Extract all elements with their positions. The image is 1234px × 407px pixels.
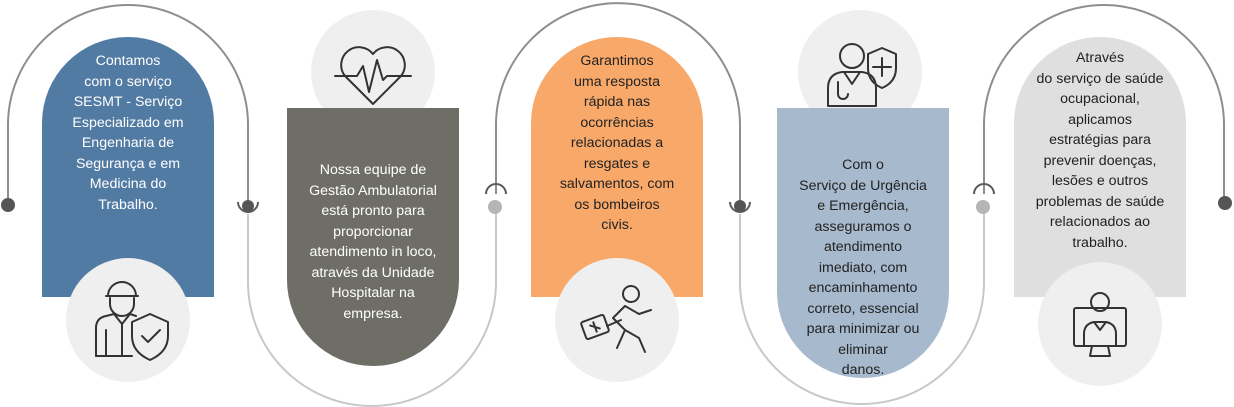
step-text-line: SESMT - Serviço — [73, 94, 183, 110]
step-text-line: correto, essencial — [807, 300, 919, 317]
step-text-line: Medicina do — [89, 176, 167, 192]
connector-dot — [1218, 196, 1232, 210]
step-text-line: asseguramos o — [814, 218, 912, 235]
step-text-line: relacionadas a — [570, 135, 664, 151]
step-text-line: para minimizar ou — [806, 321, 920, 337]
step-text-line: uma resposta — [574, 73, 660, 90]
doctor-shield-icon — [827, 43, 897, 107]
step-4-text: Com o Serviço de Urgência e Emergência, ass… — [779, 155, 947, 381]
step-text-line: e Emergência, — [817, 198, 909, 214]
step-text-line: Garantimos — [580, 53, 654, 69]
step-text-line: proporcionar — [333, 223, 413, 240]
step-text-line: Com o — [842, 157, 884, 173]
step-text-line: trabalho. — [1072, 234, 1128, 251]
step-text-line: aplicamos — [1068, 111, 1132, 128]
rescuer-running-icon — [580, 285, 652, 353]
step-text-line: lesões e outros — [1051, 173, 1149, 189]
step-text-line: Contamos — [95, 53, 161, 69]
step-3-card — [531, 37, 703, 297]
step-text-line: problemas de saúde — [1035, 193, 1165, 210]
step-text-line: através da Unidade — [311, 264, 435, 281]
step-text-line: Especializado em — [72, 114, 184, 131]
step-text-line: Engenharia de — [81, 135, 175, 151]
step-text-line: os bombeiros — [574, 196, 660, 213]
step-text-line: encaminhamento — [808, 280, 918, 296]
step-text-line: imediato, com — [818, 259, 908, 276]
step-text-line: atendimento in loco, — [309, 244, 437, 260]
step-1-card — [42, 37, 214, 297]
step-text-line: Trabalho. — [98, 196, 158, 213]
step-text-line: está pronto para — [321, 203, 425, 219]
step-text-line: Através — [1075, 50, 1125, 66]
step-text-line: Segurança e em — [75, 155, 181, 172]
step-4-card — [777, 108, 949, 378]
step-5-card — [1014, 37, 1186, 297]
connector-dot — [734, 200, 746, 212]
step-text-line: relacionados ao — [1049, 214, 1151, 230]
step-text-line: com o serviço — [84, 73, 172, 90]
step-5-text: Através do serviço de saúde ocupacional, ap… — [1016, 48, 1184, 253]
step-text-line: Nossa equipe de — [319, 162, 427, 178]
heartbeat-icon — [334, 46, 412, 105]
step-text-line: rápida nas — [583, 94, 651, 110]
step-text-line: prevenir doenças, — [1043, 152, 1157, 169]
step-text-line: salvamentos, com — [559, 176, 675, 192]
step-text-line: do serviço de saúde — [1036, 70, 1164, 87]
step-3-icon-circle — [555, 258, 679, 382]
connector-dot — [488, 200, 502, 214]
step-2-card — [287, 108, 459, 366]
step-text-line: Hospitalar na — [331, 285, 415, 301]
step-text-line: ocorrências — [580, 114, 654, 131]
doctor-monitor-icon — [1073, 292, 1127, 357]
step-text-line: Gestão Ambulatorial — [309, 182, 437, 199]
step-text-line: danos. — [841, 362, 885, 378]
step-1-icon-circle — [66, 258, 190, 382]
step-text-line: empresa. — [343, 305, 403, 322]
step-text-line: atendimento — [823, 239, 903, 255]
connector-dot — [242, 200, 254, 212]
step-text-line: Serviço de Urgência — [799, 177, 927, 194]
connector-dot — [976, 200, 990, 214]
step-text-line: estratégias para — [1049, 132, 1151, 148]
step-text-line: eliminar — [838, 341, 888, 358]
step-3-text: Garantimos uma resposta rápida nas ocorrênc… — [533, 51, 701, 236]
step-text-line: resgates e — [583, 155, 651, 172]
step-text-line: ocupacional, — [1060, 91, 1140, 107]
worker-shield-icon — [95, 281, 169, 361]
step-5-icon-circle — [1038, 262, 1162, 386]
step-2-text: Nossa equipe de Gestão Ambulatorial está p… — [289, 160, 457, 324]
connector-dot — [1, 198, 15, 212]
step-text-line: civis. — [601, 217, 633, 233]
